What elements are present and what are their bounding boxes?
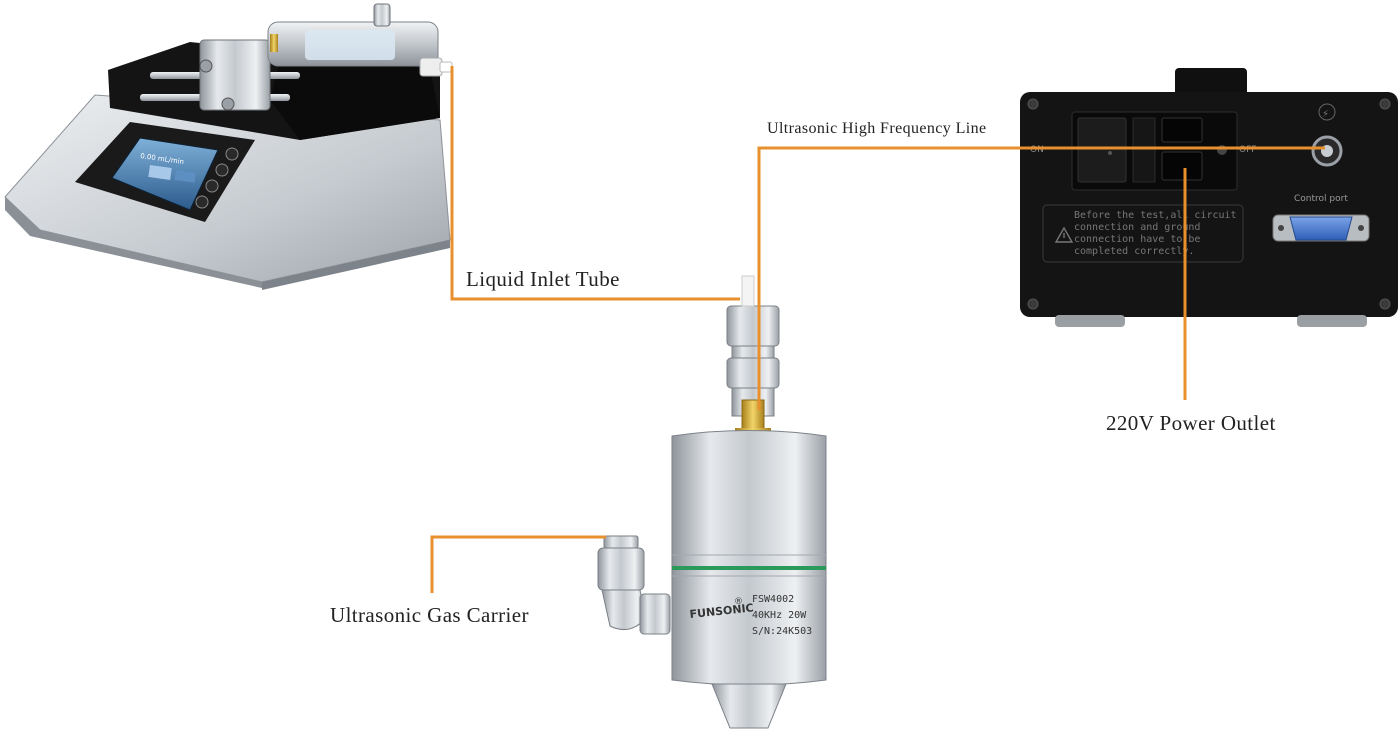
ultrasonic-nozzle: FUNSONIC ® FSW4002 40KHz 20W S/N:24K503 — [597, 275, 827, 729]
nozzle-registered-mark: ® — [734, 597, 743, 607]
nozzle-body — [671, 430, 827, 686]
warning-box — [1042, 204, 1244, 263]
gas-carrier-line — [430, 535, 606, 593]
warning-triangle-icon — [1054, 226, 1074, 243]
syringe-pump: 0.00 mL/min — [4, 3, 453, 290]
pump-button[interactable] — [195, 195, 209, 209]
nozzle-green-band — [672, 566, 826, 570]
connection-lines — [430, 66, 1325, 593]
pump-pusher-block — [199, 39, 271, 111]
high-frequency-line — [757, 146, 1325, 410]
liquid-inlet-tube-label: Liquid Inlet Tube — [466, 267, 620, 291]
warning-line-3: connection have to be — [1074, 234, 1200, 245]
high-frequency-line-label: Ultrasonic High Frequency Line — [767, 120, 987, 137]
power-switch[interactable] — [1077, 117, 1127, 183]
nozzle-serial: S/N:24K503 — [752, 626, 812, 637]
pump-button[interactable] — [205, 179, 219, 193]
warning-line-4: completed correctly. — [1074, 246, 1194, 257]
syringe-clamp-knob[interactable] — [373, 3, 391, 27]
pump-button[interactable] — [215, 163, 229, 177]
power-outlet-label: 220V Power Outlet — [1106, 411, 1276, 435]
nozzle-spec: 40KHz 20W — [752, 610, 807, 621]
lightning-icon — [1318, 103, 1336, 121]
control-port-connector[interactable] — [1272, 214, 1370, 242]
switch-off-label: OFF — [1239, 145, 1256, 155]
switch-on-label: ON — [1030, 145, 1044, 155]
warning-line-2: connection and ground — [1074, 222, 1200, 233]
liquid-inlet-line — [450, 66, 740, 301]
nozzle-tip — [711, 683, 787, 729]
svg-text:⚡: ⚡ — [1322, 109, 1329, 120]
nozzle-model: FSW4002 — [752, 594, 794, 605]
liquid-inlet-fitting — [726, 305, 780, 347]
ultrasonic-generator: ON OFF ⚡ Before the test,all circuit con… — [1020, 68, 1398, 327]
warning-line-1: Before the test,all circuit — [1074, 210, 1237, 221]
power-socket-top — [1161, 117, 1203, 143]
control-port-label: Control port — [1294, 194, 1348, 204]
power-socket-bottom — [1161, 151, 1203, 181]
pump-button[interactable] — [225, 147, 239, 161]
gas-carrier-label: Ultrasonic Gas Carrier — [330, 603, 529, 627]
gas-elbow-fitting — [597, 535, 671, 635]
